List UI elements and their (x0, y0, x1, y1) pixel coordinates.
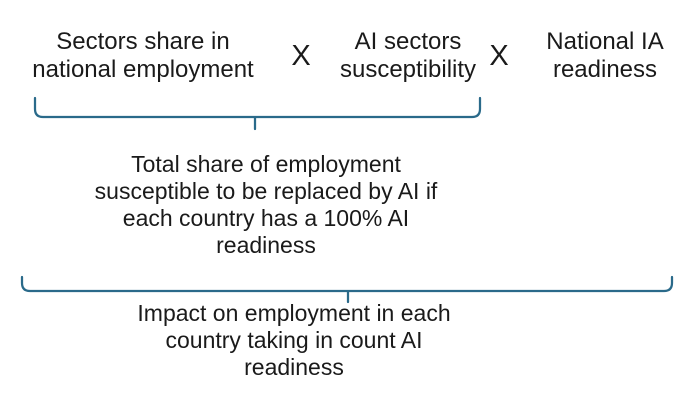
multiply-operator-2: X (489, 40, 509, 72)
final-impact-caption: Impact on employment in each country tak… (137, 300, 451, 380)
bottom-brace-shape (20, 275, 674, 304)
factor-ai-susceptibility-label: AI sectors susceptibility (339, 28, 477, 83)
top-brace-shape (33, 96, 482, 131)
multiply-operator-1: X (291, 40, 311, 72)
partial-product-caption: Total share of employment susceptible to… (94, 151, 438, 258)
factor-national-readiness-label: National IA readiness (546, 28, 664, 83)
factor-sectors-share-label: Sectors share in national employment (32, 28, 254, 83)
